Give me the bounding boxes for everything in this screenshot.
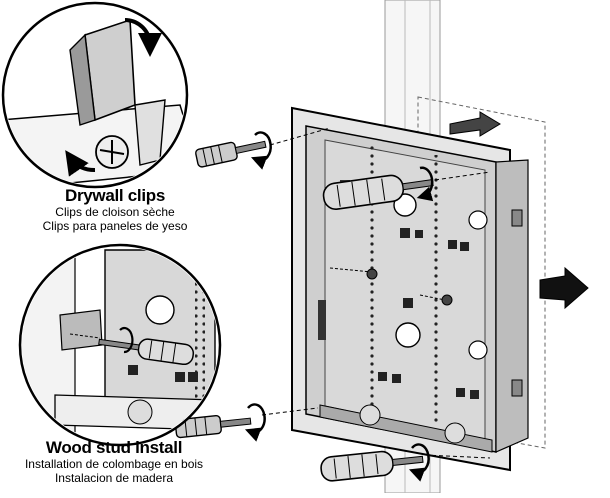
wood-stud-inset — [18, 243, 222, 447]
screw-guides — [261, 127, 491, 459]
wood-stud-caption: Wood stud install Installation de colomb… — [0, 438, 228, 486]
drywall-clip-icon — [69, 18, 166, 166]
enclosure-box-icon — [291, 106, 529, 472]
drywall-line-es: Clips para paneles de yeso — [42, 219, 188, 233]
wood-stud-title: Wood stud install — [45, 438, 183, 457]
drywall-title: Drywall clips — [64, 186, 166, 205]
wood-stud-line-fr: Installation de colombage en bois — [24, 457, 204, 471]
direction-arrow-icon — [449, 111, 589, 310]
drywall-line-fr: Clips de cloison sèche — [55, 205, 175, 219]
rotation-arrow-icon — [244, 131, 434, 482]
wood-stud-line-es: Instalacion de madera — [54, 471, 174, 485]
screwdriver-icon — [174, 140, 453, 482]
drywall-caption: Drywall clips Clips de cloison sèche Cli… — [0, 186, 230, 234]
drywall-clip-inset — [1, 1, 189, 189]
